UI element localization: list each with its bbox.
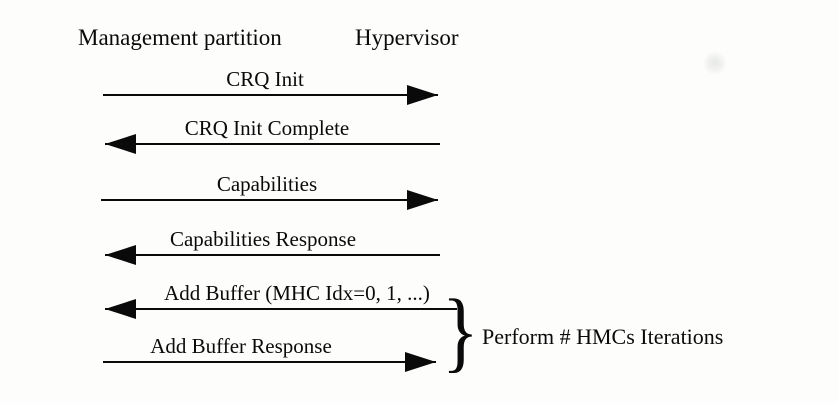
- message-arrow-line: [105, 308, 457, 310]
- message-arrow-line: [101, 199, 438, 201]
- participant-hypervisor: Hypervisor: [355, 25, 459, 50]
- scan-artifact-dot: [703, 51, 727, 75]
- message-label: CRQ Init Complete: [184, 116, 350, 140]
- arrowhead-left-icon: [105, 299, 136, 319]
- message-label: Capabilities: [216, 172, 318, 196]
- iteration-brace: }: [442, 282, 479, 381]
- participant-management-partition: Management partition: [78, 25, 282, 50]
- arrowhead-right-icon: [407, 190, 438, 210]
- arrowhead-right-icon: [405, 352, 436, 372]
- arrowhead-left-icon: [105, 134, 136, 154]
- message-arrow-line: [103, 94, 438, 96]
- arrowhead-left-icon: [105, 245, 136, 265]
- iteration-annotation-label: Perform # HMCs Iterations: [482, 324, 724, 349]
- message-label: Add Buffer Response: [150, 334, 332, 358]
- arrowhead-right-icon: [407, 85, 438, 105]
- message-arrow-line: [105, 254, 440, 256]
- message-label: Capabilities Response: [169, 227, 357, 251]
- message-label: CRQ Init: [226, 67, 304, 91]
- message-label: Add Buffer (MHC Idx=0, 1, ...): [164, 281, 430, 305]
- message-arrow-line: [103, 361, 436, 363]
- message-arrow-line: [105, 143, 440, 145]
